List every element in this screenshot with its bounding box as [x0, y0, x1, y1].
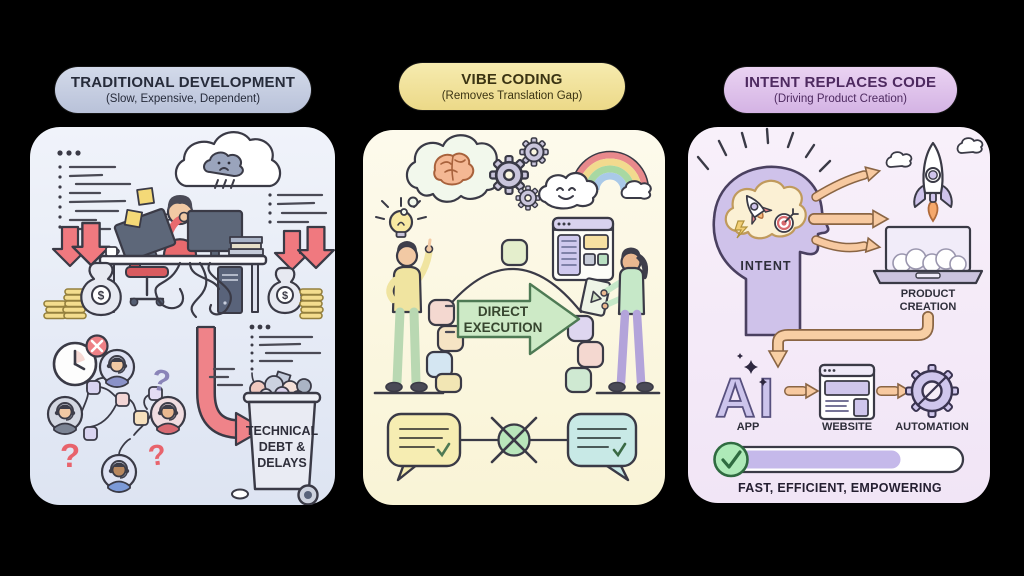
brain-thought-cloud-icon: [400, 134, 502, 216]
laptop-icon: [872, 225, 984, 285]
sparkle-icon: [736, 352, 744, 360]
website-window-icon: [818, 363, 876, 421]
panel-intent-replaces-code: INTENT: [688, 127, 990, 503]
orange-arrows-icon: [808, 166, 890, 254]
header-vibe-coding: VIBE CODING (Removes Translation Gap): [399, 63, 625, 110]
direct-execution-line1: DIRECT: [478, 304, 529, 319]
support-avatar-icon: [46, 395, 84, 435]
curved-orange-arrow-icon: [767, 311, 934, 369]
website-label: WEBSITE: [822, 421, 872, 433]
sticky-note-icon: [136, 187, 155, 206]
happy-cloud-rainbow-icon: [538, 150, 652, 210]
tangled-cables-icon: [154, 261, 232, 319]
dollar-sign: $: [282, 290, 288, 302]
panel-traditional-development: $ $: [30, 127, 335, 505]
code-lines-icon: [57, 150, 132, 231]
speech-bubble-yellow-icon: [386, 412, 462, 482]
trash-label-line3: DELAYS: [257, 456, 307, 470]
monitor-right-icon: [186, 209, 244, 261]
product-creation-line2: CREATION: [900, 301, 957, 313]
storm-cloud-thought-icon: [164, 131, 282, 221]
computer-tower-icon: [217, 266, 243, 314]
intent-illustration: INTENT: [696, 127, 984, 495]
money-bag-icon: $: [80, 261, 122, 317]
trash-label-line2: DEBT &: [259, 440, 306, 454]
no-translation-crossed-circle-icon: [490, 416, 538, 464]
right-arrow-icon: [784, 382, 820, 400]
progress-bar: [713, 441, 965, 478]
lightning-bolt-icon: [734, 220, 749, 239]
check-circle-icon: [713, 441, 749, 478]
mini-rocket-icon: [745, 194, 773, 225]
header-title: TRADITIONAL DEVELOPMENT: [70, 74, 296, 91]
code-lines-icon: [268, 193, 328, 224]
automation-label: AUTOMATION: [895, 421, 969, 433]
trash-can-icon: TECHNICAL DEBT & DELAYS: [231, 370, 322, 505]
progress-fill: [719, 450, 901, 469]
support-avatar-icon: [98, 348, 136, 388]
money-bag-coins-left: $: [43, 261, 122, 320]
intent-thought-cloud-icon: [724, 179, 807, 240]
support-avatar-icon: [100, 453, 138, 493]
check-icon: [612, 442, 627, 458]
tagline: FAST, EFFICIENT, EMPOWERING: [738, 481, 942, 495]
money-bag-coins-right: $: [267, 266, 324, 320]
header-subtitle: (Driving Product Creation): [774, 93, 907, 105]
panel-vibe-coding: DIRECT EXECUTION: [363, 130, 665, 505]
desk: [98, 254, 268, 266]
app-label: APP: [737, 421, 760, 433]
header-title: INTENT REPLACES CODE: [744, 74, 937, 91]
question-mark: ?: [60, 437, 80, 474]
support-avatar-icon: [149, 395, 187, 435]
header-subtitle: (Slow, Expensive, Dependent): [105, 93, 261, 105]
speech-bubble-teal-icon: [566, 412, 638, 482]
app-window-icon: [551, 216, 615, 282]
idea-bulb-icon: [375, 197, 427, 238]
sun-rays-icon: [696, 127, 832, 173]
check-icon: [436, 442, 451, 458]
header-title: VIBE CODING: [461, 70, 563, 88]
right-arrow-icon: [876, 382, 912, 400]
error-x-badge-icon: [85, 334, 109, 358]
developer-hair: [167, 195, 193, 212]
stressed-developer-illustration: [98, 187, 268, 319]
vibe-coding-illustration: DIRECT EXECUTION: [373, 134, 661, 482]
rocket-launch-icon: [913, 141, 953, 223]
happy-cloud-icon: [538, 171, 599, 210]
process-step-blocks: [83, 380, 163, 441]
books-stack-icon: [228, 236, 264, 256]
header-intent-replaces-code: INTENT REPLACES CODE (Driving Product Cr…: [724, 67, 957, 113]
coin-stack-icon: [299, 288, 324, 320]
product-creation-line1: PRODUCT: [901, 288, 956, 300]
traditional-illustration: $ $: [43, 131, 335, 505]
target-icon: [774, 208, 799, 233]
coffee-cup-icon: [105, 246, 120, 257]
person-pointing-icon: [385, 238, 434, 393]
dollar-sign: $: [98, 289, 105, 303]
play-icon: [590, 290, 602, 304]
header-traditional-development: TRADITIONAL DEVELOPMENT (Slow, Expensive…: [55, 67, 311, 113]
direct-execution-line2: EXECUTION: [464, 320, 543, 335]
person-with-tablet-icon: [579, 247, 654, 393]
direct-execution-arrow-icon: DIRECT EXECUTION: [444, 282, 581, 356]
trash-label-line1: TECHNICAL: [246, 424, 319, 438]
ai-label: AI: [715, 366, 777, 429]
clouds-icon: [885, 137, 984, 168]
automation-gear-icon: [905, 364, 959, 418]
header-subtitle: (Removes Translation Gap): [441, 89, 583, 102]
deadline-clock-icon: [52, 334, 109, 387]
gears-icon: [488, 137, 549, 211]
sticky-note-icon: [123, 208, 143, 229]
ai-letters-icon: AI: [714, 352, 777, 430]
intent-label: INTENT: [740, 259, 791, 273]
money-bag-icon: $: [267, 266, 303, 315]
question-mark: ?: [146, 439, 168, 473]
question-mark: ?: [149, 363, 173, 399]
small-cloud-icon: [620, 180, 652, 200]
